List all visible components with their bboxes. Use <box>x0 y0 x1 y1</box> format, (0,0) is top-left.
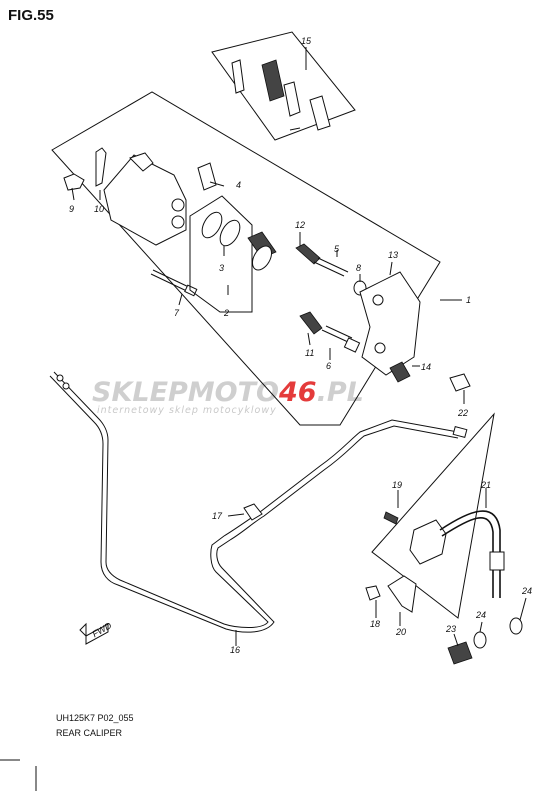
hose-clamp <box>243 503 263 521</box>
brake-hose <box>49 371 468 633</box>
callout-20: 20 <box>395 627 406 637</box>
caliper-body <box>103 152 187 246</box>
callout-12: 12 <box>295 220 305 230</box>
callout-6: 6 <box>326 361 331 371</box>
callout-7: 7 <box>174 308 180 318</box>
watermark-tagline: internetowy sklep motocyklowy <box>97 405 277 416</box>
piston-group <box>189 195 277 313</box>
mounting-bolt <box>449 373 471 392</box>
callout-14: 14 <box>421 362 431 372</box>
callout-16: 16 <box>230 645 240 655</box>
callout-8: 8 <box>356 263 361 273</box>
rear-hose <box>439 510 505 598</box>
callout-5: 5 <box>334 244 340 254</box>
callout-17: 17 <box>212 511 223 521</box>
callout-24-washer-a: 24 <box>475 610 486 620</box>
callout-numbers: 15 1 2 3 4 5 6 7 8 9 10 11 12 13 14 16 1… <box>69 36 532 655</box>
pad-set-group <box>211 31 356 141</box>
callout-3: 3 <box>219 263 224 273</box>
figure-title: FIG.55 <box>8 7 54 24</box>
pad-spring <box>197 162 217 191</box>
callout-24-washer-b: 24 <box>521 586 532 596</box>
hose-joint <box>409 519 447 565</box>
leader-lines <box>71 47 527 647</box>
callout-13: 13 <box>388 250 398 260</box>
callout-4: 4 <box>236 180 241 190</box>
callout-21: 21 <box>480 480 491 490</box>
callout-15: 15 <box>301 36 312 46</box>
slide-pins <box>295 243 367 353</box>
watermark-brand-part2: 46 <box>278 377 317 408</box>
bleeder-screw <box>63 147 107 191</box>
front-direction-marker: FWD <box>79 620 114 645</box>
svg-text:SKLEPMOTO46.PL: SKLEPMOTO46.PL <box>92 377 364 408</box>
callout-22: 22 <box>457 408 468 418</box>
front-direction-label: FWD <box>91 620 114 639</box>
callout-23: 23 <box>445 624 456 634</box>
callout-2: 2 <box>223 308 229 318</box>
hose-bracket <box>387 575 417 613</box>
callout-18: 18 <box>370 619 380 629</box>
callout-9: 9 <box>69 204 74 214</box>
bracket-bolt <box>389 361 411 383</box>
watermark: SKLEPMOTO46.PL internetowy sklep motocyk… <box>92 377 364 416</box>
model-code: UH125K7 P02_055 <box>56 713 134 723</box>
callout-11: 11 <box>305 348 314 358</box>
figure-caption: REAR CALIPER <box>56 728 123 738</box>
callout-19: 19 <box>392 480 402 490</box>
callout-1: 1 <box>466 295 471 305</box>
joint-bolt <box>383 511 399 525</box>
watermark-brand-part1: SKLEPMOTO <box>92 377 279 408</box>
union-bolt <box>447 617 523 665</box>
caliper-assembly-group <box>51 91 441 426</box>
watermark-brand-part3: .PL <box>317 377 364 408</box>
bracket-screw <box>365 585 381 601</box>
caliper-bracket <box>359 271 421 376</box>
callout-10: 10 <box>94 204 104 214</box>
